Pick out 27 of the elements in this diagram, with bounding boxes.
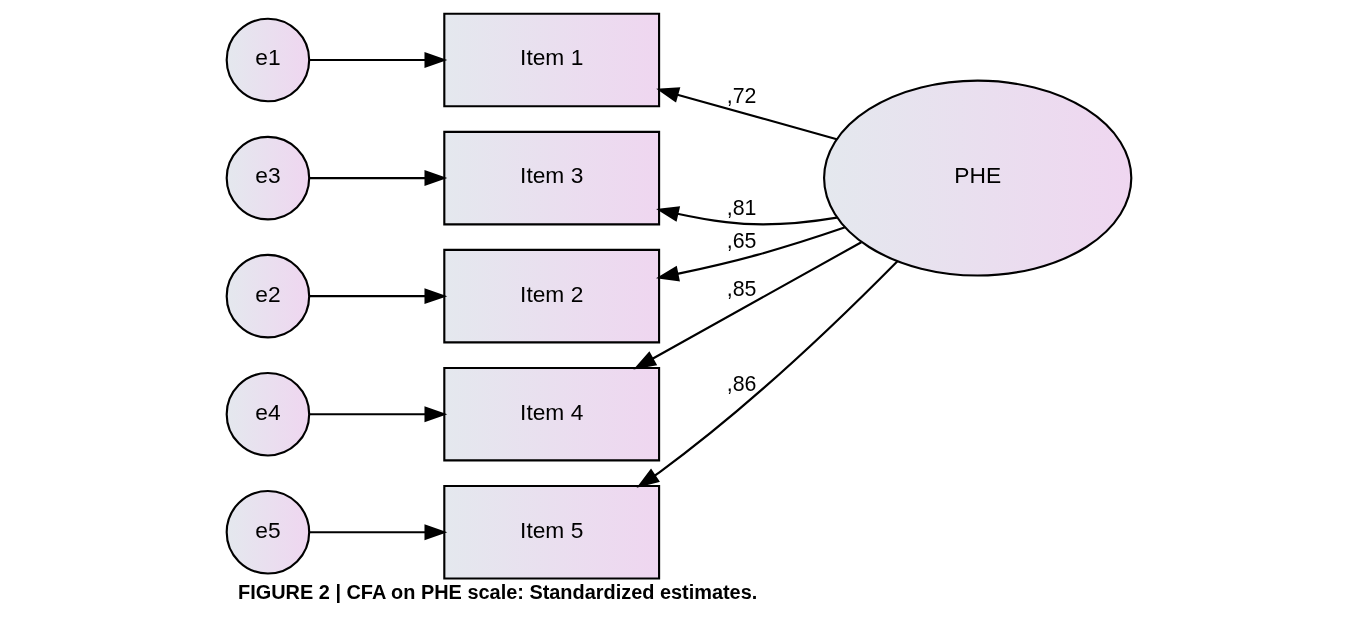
node-box: Item 4 [442,366,660,462]
node-box: Item 2 [442,248,660,344]
arrow [636,260,898,488]
edge-label: ,86 [726,372,756,397]
node-box: Item 1 [442,12,660,108]
caption: FIGURE 2 | CFA on PHE scale: Standardized estimates. [237,580,757,603]
arrow [309,524,447,541]
node-ellipse: PHE [822,79,1132,277]
node-circle: e1 [225,17,310,103]
arrow [632,241,862,370]
arrow [309,288,447,305]
arrow [309,406,447,423]
edge-label: ,85 [726,277,756,302]
node-box: Item 5 [442,484,660,580]
arrow [655,206,837,226]
node-box: Item 3 [442,130,660,226]
node-circle: e3 [225,135,310,221]
arrow [655,87,837,141]
edge-label: ,72 [726,83,756,108]
arrow [309,170,447,187]
arrow [309,52,447,68]
edge-label: ,65 [726,228,756,253]
arrow [655,226,845,282]
edge-label: ,81 [726,196,756,221]
node-circle: e4 [225,371,310,457]
node-circle: e2 [225,253,310,339]
node-circle: e5 [225,489,310,575]
